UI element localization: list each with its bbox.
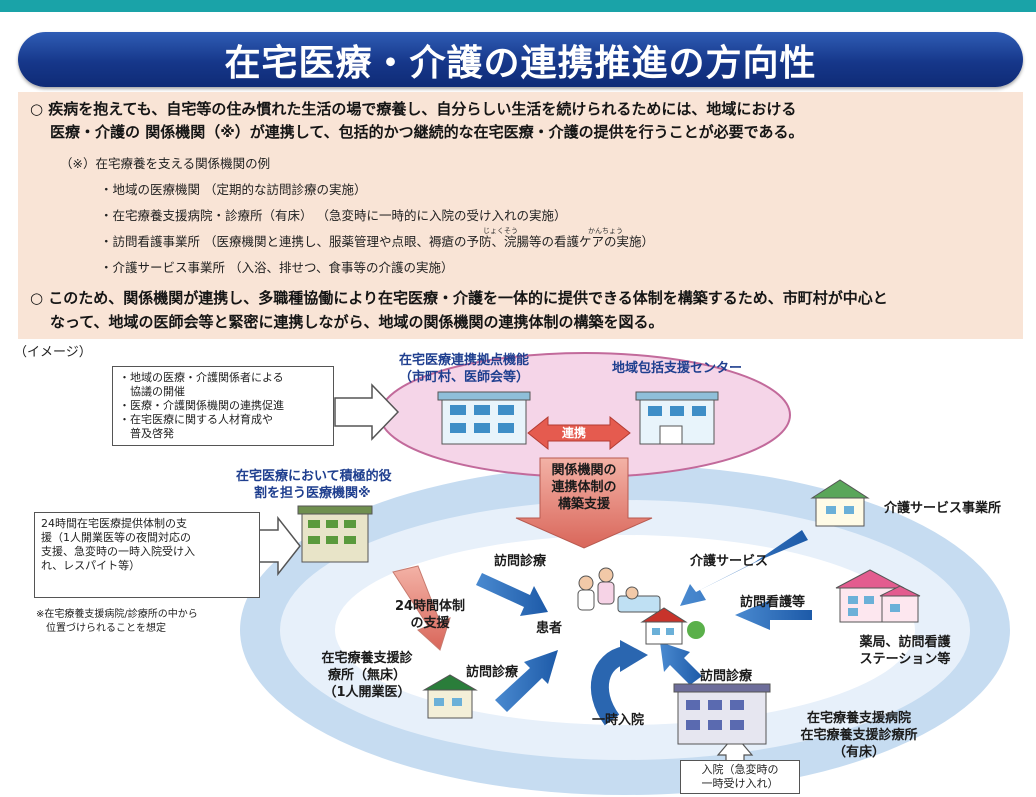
visit-arrow-from-clinic	[495, 650, 558, 712]
hospital-label: 在宅療養支援病院 在宅療養支援診療所 （有床）	[784, 710, 934, 761]
box-line: 支援、急変時の一時入院受け入	[41, 545, 195, 558]
bullet-1-line-1: ○ 疾病を抱えても、自宅等の住み慣れた生活の場で療養し、自分らしい生活を続けられ…	[30, 100, 797, 118]
hub-label: 在宅医療連携拠点機能 （市町村、医師会等）	[374, 352, 554, 386]
patient-label: 患者	[536, 621, 563, 636]
support-24h-label-line: 24時間体制	[394, 599, 466, 614]
support-24h-label-line: の支援	[410, 616, 450, 631]
ruby-annotation: かんちょう	[588, 227, 623, 235]
clinic-label-line: 療所（無床）	[327, 668, 406, 683]
support-24h-arrow	[392, 565, 451, 651]
medical-institution-label: 在宅医療において積極的役 割を担う医療機関※	[236, 468, 392, 502]
example-heading: （※）在宅療養を支える関係機関の例	[60, 156, 271, 171]
care-service-label: 介護サービス	[690, 554, 769, 569]
bullet-2-line-1: ○ このため、関係機関が連携し、多職種協働により在宅医療・介護を一体的に提供でき…	[30, 289, 888, 307]
renkei-label: 連携	[562, 426, 587, 440]
temporary-admission-label: 一時入院	[592, 713, 645, 728]
box-line: ・地域の医療・介護関係者による	[119, 371, 284, 384]
top-accent-bar	[0, 0, 1036, 12]
hospital-label-line: （有床）	[832, 745, 885, 760]
pharmacy-label-line: 薬局、訪問看護	[859, 635, 951, 650]
hospital-label-line: 在宅療養支援診療所	[800, 728, 918, 743]
visit-arrow-from-hospital	[660, 642, 702, 685]
community-center-building-icon	[635, 391, 719, 445]
box-line: 24時間在宅医療提供体制の支	[41, 517, 187, 530]
clinic-house-icon	[422, 674, 478, 719]
box-line: 普及啓発	[119, 427, 174, 440]
bullet-1-line-2: 医療・介護の 関係機関（※）が連携して、包括的かつ継続的な在宅医療・介護の提供を…	[50, 123, 804, 141]
visit-arrow-from-medical	[476, 573, 548, 616]
support-24h-label: 24時間体制 の支援	[392, 598, 468, 632]
renkei-double-arrow	[527, 415, 631, 451]
nursing-arrow	[735, 600, 812, 630]
image-label: （イメージ）	[14, 345, 92, 360]
visit-medical-label-2: 訪問診療	[466, 665, 519, 680]
care-service-arrow	[680, 530, 808, 606]
intro-panel	[18, 92, 1023, 339]
visit-medical-label: 訪問診療	[494, 554, 547, 569]
community-center-label: 地域包括支援センター	[612, 361, 743, 376]
bullet-2-line-2: なって、地域の医師会等と緊密に連携しながら、地域の関係機関の連携体制の構築を図る…	[50, 313, 664, 331]
page-title: 在宅医療・介護の連携推進の方向性	[224, 42, 817, 84]
box-line: ・医療・介護関係機関の連携促進	[119, 399, 284, 412]
box-arrow-right	[257, 515, 301, 577]
pharmacy-label: 薬局、訪問看護 ステーション等	[840, 634, 970, 668]
box-line: 一時受け入れ）	[701, 777, 779, 790]
hub-building-icon	[437, 391, 531, 445]
admission-box: 入院（急変時の 一時受け入れ）	[680, 760, 800, 794]
hub-functions-box: ・地域の医療・介護関係者による 協議の開催 ・医療・介護関係機関の連携促進 ・在…	[112, 366, 334, 446]
patient-and-caregivers-illustration	[577, 567, 661, 613]
box-arrow-right	[334, 383, 400, 441]
temporary-admission-arrow	[590, 646, 628, 726]
box-line: れ、レスパイト等）	[41, 559, 141, 572]
temporary-admission-arrowhead	[620, 640, 648, 672]
medical-institution-label-line: 割を担う医療機関※	[254, 486, 371, 501]
hub-label-line: （市町村、医師会等）	[398, 370, 529, 385]
support-24h-box: 24時間在宅医療提供体制の支 援（1人開業医等の夜間対応の 支援、急変時の一時入…	[34, 512, 260, 598]
ruby-annotation: じょくそう	[483, 227, 518, 235]
footnote-line: 位置づけられることを想定	[36, 623, 166, 634]
care-office-label: 介護サービス事業所	[884, 501, 1002, 516]
footnote-line: ※在宅療養支援病院/診療所の中から	[36, 609, 198, 620]
clinic-label-line: 在宅療養支援診	[321, 651, 413, 666]
box-line: ・在宅医療に関する人材育成や	[119, 413, 273, 426]
medical-institution-building-icon	[297, 505, 373, 563]
support-arrow-label: 関係機関の 連携体制の 構築支援	[540, 462, 628, 513]
care-office-house-icon	[810, 479, 870, 527]
clinic-label: 在宅療養支援診 療所（無床） （1人開業医）	[312, 650, 422, 701]
patient-home-icon	[640, 607, 705, 645]
example-item: ・訪問看護事業所 （医療機関と連携し、服薬管理や点眼、褥瘡の予防、浣腸等の看護ケ…	[100, 234, 654, 249]
support-arrow-line: 構築支援	[557, 497, 610, 512]
support-arrow-line: 関係機関の	[551, 463, 617, 478]
medical-institution-label-line: 在宅医療において積極的役	[236, 469, 392, 484]
pharmacy-building-icon	[835, 569, 921, 623]
visit-nursing-label: 訪問看護等	[740, 595, 806, 610]
pharmacy-label-line: ステーション等	[859, 652, 951, 667]
example-item: ・介護サービス事業所 （入浴、排せつ、食事等の介護の実施）	[100, 260, 454, 275]
support-arrow	[515, 457, 653, 549]
hospital-building-icon	[673, 683, 771, 745]
box-line: 援（1人開業医等の夜間対応の	[41, 531, 191, 544]
example-item: ・地域の医療機関 （定期的な訪問診療の実施）	[100, 182, 367, 197]
left-footnote: ※在宅療養支援病院/診療所の中から 位置づけられることを想定	[36, 608, 198, 636]
hospital-label-line: 在宅療養支援病院	[806, 711, 911, 726]
title-banner: 在宅医療・介護の連携推進の方向性	[18, 32, 1023, 87]
visit-medical-label-3: 訪問診療	[700, 669, 753, 684]
clinic-label-line: （1人開業医）	[323, 685, 411, 700]
box-line: 入院（急変時の	[701, 763, 779, 776]
box-line: 協議の開催	[119, 385, 185, 398]
support-arrow-line: 連携体制の	[551, 480, 617, 495]
example-item: ・在宅療養支援病院・診療所（有床） （急変時に一時的に入院の受け入れの実施）	[100, 208, 567, 223]
hub-label-line: 在宅医療連携拠点機能	[398, 353, 529, 368]
